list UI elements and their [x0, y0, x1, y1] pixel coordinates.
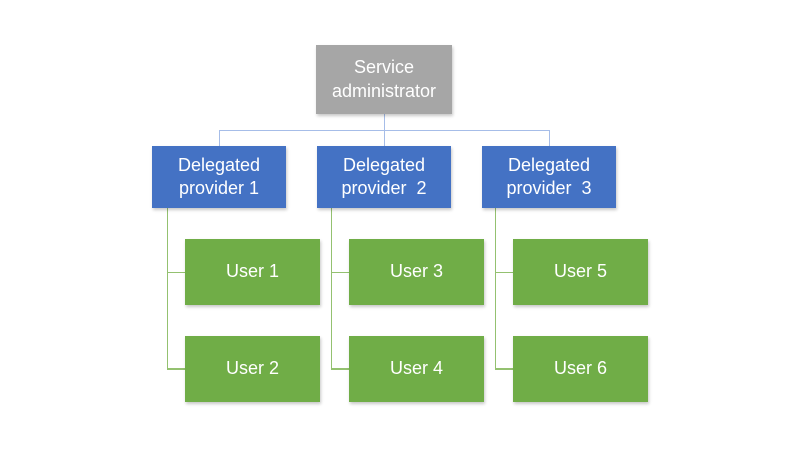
node-user-4: User 4: [349, 336, 484, 402]
node-delegated-provider-1: Delegated provider 1: [152, 146, 286, 208]
node-user-2: User 2: [185, 336, 320, 402]
node-user-6: User 6: [513, 336, 648, 402]
connector-stub-provider-1: [218, 130, 220, 146]
connector-admin-vertical: [383, 114, 385, 130]
connector-stub-user-2: [166, 368, 185, 370]
connector-stub-provider-2: [383, 130, 385, 146]
connector-stub-provider-3: [548, 130, 550, 146]
node-user-5: User 5: [513, 239, 648, 305]
node-user-1: User 1: [185, 239, 320, 305]
connector-provider-2-vertical: [330, 208, 332, 369]
node-user-3: User 3: [349, 239, 484, 305]
node-service-administrator: Service administrator: [316, 45, 452, 114]
node-delegated-provider-2: Delegated provider 2: [317, 146, 451, 208]
connector-provider-1-vertical: [166, 208, 168, 369]
node-delegated-provider-3: Delegated provider 3: [482, 146, 616, 208]
connector-provider-3-vertical: [494, 208, 496, 369]
connector-stub-user-3: [330, 271, 349, 273]
connector-stub-user-6: [494, 368, 513, 370]
connector-stub-user-5: [494, 271, 513, 273]
connector-stub-user-4: [330, 368, 349, 370]
connector-stub-user-1: [166, 271, 185, 273]
